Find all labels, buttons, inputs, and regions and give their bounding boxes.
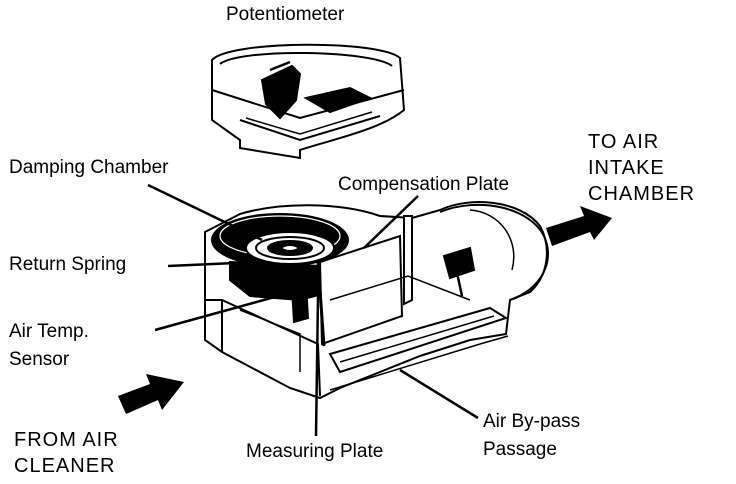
leader-damping-chamber [147,183,263,242]
label-air-temp-sensor-2: Sensor [9,349,70,370]
label-to-air-3: CHAMBER [588,183,696,205]
inflow-arrow-icon [118,374,184,414]
leader-return-spring [167,260,259,268]
label-air-bypass-2: Passage [483,439,557,460]
label-from-air-2: CLEANER [14,455,116,477]
leader-compensation-plate [363,195,419,249]
leader-lines [147,183,479,437]
label-compensation-plate: Compensation Plate [338,174,510,195]
leader-air-bypass [399,368,479,420]
label-return-spring: Return Spring [9,254,127,275]
label-to-air-1: TO AIR [588,131,660,153]
label-measuring-plate: Measuring Plate [246,441,384,462]
outflow-arrow-icon [546,206,612,246]
label-air-temp-sensor-1: Air Temp. [9,321,89,342]
label-damping-chamber: Damping Chamber [9,157,169,178]
leader-air-temp-sensor [154,288,301,332]
label-to-air-2: INTAKE [588,157,665,179]
label-potentiometer: Potentiometer [226,4,345,25]
potentiometer-housing [211,43,406,160]
label-from-air-1: FROM AIR [14,429,119,451]
flow-meter-body [204,201,549,400]
label-air-bypass-1: Air By-pass [483,411,581,432]
leader-measuring-plate [314,295,320,437]
